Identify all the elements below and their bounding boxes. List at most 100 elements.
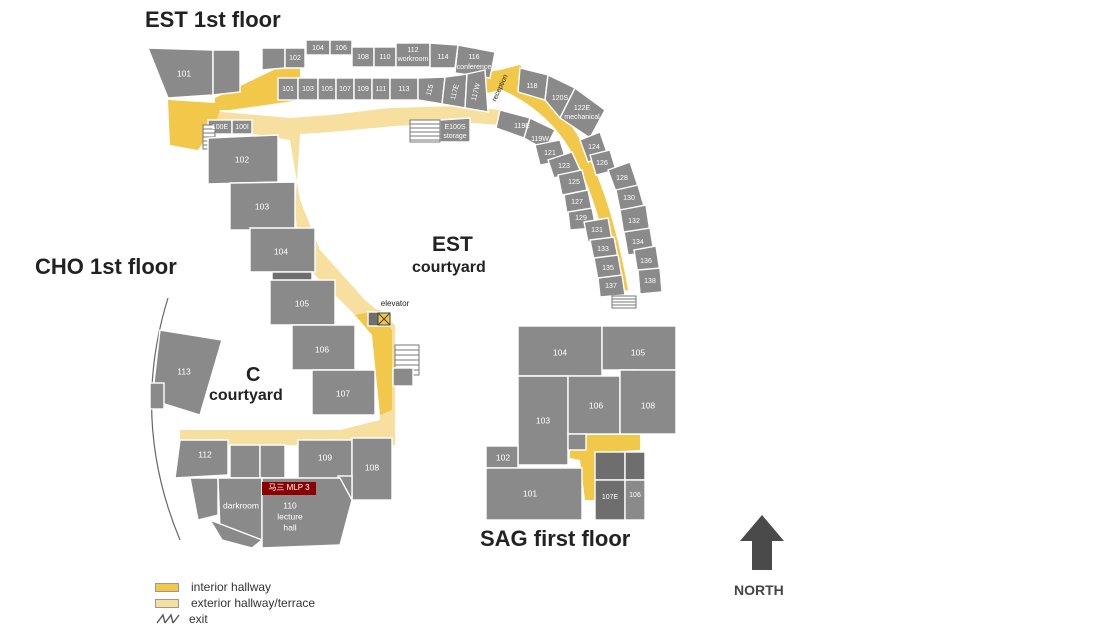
room-cho-113s xyxy=(149,382,165,410)
label-sag-104: 104 xyxy=(553,347,567,357)
label-cho-109: 109 xyxy=(318,452,332,462)
restroom-cho xyxy=(229,444,261,479)
label-sag-106e: 106 xyxy=(629,492,641,499)
label-cho-110: 110 xyxy=(283,500,297,510)
room-sag-105 xyxy=(601,325,677,371)
label-est-120s: 120S xyxy=(552,95,569,102)
room-est-102 xyxy=(284,47,306,69)
label-est-112: 112 xyxy=(407,47,418,54)
room-cho-110 xyxy=(261,477,353,549)
label-est-137: 137 xyxy=(605,283,617,290)
room-sag-101 xyxy=(485,467,583,521)
room-est-137 xyxy=(597,274,626,298)
label-est-121: 121 xyxy=(544,150,556,157)
room-est-138 xyxy=(637,267,663,295)
label-est-113: 113 xyxy=(398,86,409,93)
c-courtyard-title: C xyxy=(246,364,261,386)
room-cho-109 xyxy=(297,439,353,483)
room-sag-108 xyxy=(619,369,677,435)
label-est-126: 126 xyxy=(596,160,608,167)
label-est-118: 118 xyxy=(526,83,537,90)
north-label: NORTH xyxy=(734,582,784,598)
label-cho-104: 104 xyxy=(274,246,288,256)
label-est-123: 123 xyxy=(558,163,570,170)
legend-exit: exit xyxy=(189,612,208,626)
label-est-127: 127 xyxy=(571,199,583,206)
room-est-112 xyxy=(395,42,431,68)
label-est-105: 105 xyxy=(321,86,333,93)
room-est-100i xyxy=(231,119,253,135)
label-storage: storage xyxy=(443,133,466,140)
exterior-swatch xyxy=(155,598,179,608)
label-est-117e: 117E xyxy=(450,83,461,100)
room-cho-113 xyxy=(151,329,223,416)
exterior-hallway xyxy=(180,106,500,445)
label-est-122e: 122E xyxy=(574,105,591,112)
label-est-138: 138 xyxy=(644,278,656,285)
room-cho-104 xyxy=(249,227,316,273)
label-est-104t: 104 xyxy=(312,45,324,52)
restroom-est xyxy=(212,49,241,96)
label-sag-105: 105 xyxy=(631,347,645,357)
north-arrow-icon xyxy=(740,515,784,570)
label-est-136: 136 xyxy=(640,258,652,265)
label-lecture: lecture xyxy=(277,511,303,521)
label-est-133: 133 xyxy=(597,246,609,253)
interior-swatch xyxy=(155,582,179,592)
room-sag-107e xyxy=(594,479,626,521)
legend-exit-label: exit xyxy=(189,612,208,626)
room-sag-106i xyxy=(624,451,646,481)
legend-exterior: exterior hallway/terrace xyxy=(155,596,315,610)
est-floor-title: EST 1st floor xyxy=(145,7,281,32)
label-est-109: 109 xyxy=(357,86,369,93)
label-sag-101: 101 xyxy=(523,488,537,498)
label-cho-113: 113 xyxy=(177,366,191,376)
marker-label: 马三 MLP 3 xyxy=(268,483,310,492)
label-est-115: 115 xyxy=(426,84,436,97)
label-cho-106: 106 xyxy=(315,344,329,354)
label-est-119w: 119W xyxy=(531,136,549,143)
label-sag-108: 108 xyxy=(641,400,655,410)
label-est-128: 128 xyxy=(616,175,628,182)
label-est-130: 130 xyxy=(623,195,635,202)
legend-exterior-label: exterior hallway/terrace xyxy=(191,596,316,610)
room-sag-106 xyxy=(567,375,621,435)
label-est-135: 135 xyxy=(602,265,614,272)
exit-icon xyxy=(156,613,180,624)
room-cho-112s xyxy=(189,477,219,521)
label-est-100i: 100I xyxy=(235,124,249,131)
room-sag-104 xyxy=(517,325,603,377)
restroom-est-2 xyxy=(261,47,286,71)
sag-rooms xyxy=(485,325,677,521)
cho-floor-title: CHO 1st floor xyxy=(35,254,177,279)
room-cho-112 xyxy=(174,439,229,479)
label-conference: conference xyxy=(457,64,492,71)
label-elevator: elevator xyxy=(381,299,410,308)
label-est-125: 125 xyxy=(568,179,580,186)
label-est-103: 103 xyxy=(302,86,314,93)
legend-interior-label: interior hallway xyxy=(191,580,272,594)
label-est-132: 132 xyxy=(628,218,640,225)
est-courtyard-sub: courtyard xyxy=(412,259,486,276)
label-est-111: 111 xyxy=(376,86,387,93)
room-sag-103 xyxy=(517,375,569,466)
label-cho-108: 108 xyxy=(365,462,379,472)
label-workroom: workroom xyxy=(397,56,429,63)
label-sag-106: 106 xyxy=(589,400,603,410)
room-cho-106s xyxy=(392,367,414,387)
label-est-131: 131 xyxy=(591,227,603,234)
label-cho-102: 102 xyxy=(235,154,249,164)
label-sag-102: 102 xyxy=(496,452,510,462)
room-cho-107 xyxy=(311,369,376,416)
label-e100s: E100S xyxy=(444,124,465,131)
room-est-117w xyxy=(464,69,489,113)
label-est-101: 101 xyxy=(177,68,191,78)
c-courtyard-sub: courtyard xyxy=(209,387,283,404)
label-est-110: 110 xyxy=(379,54,390,61)
label-est-117w: 117W xyxy=(471,82,482,101)
room-labels: 101 104 106 102 108 110 112 workroom 114… xyxy=(177,45,656,532)
room-sag-106s xyxy=(594,451,626,481)
label-sag-103: 103 xyxy=(536,415,550,425)
label-est-106t: 106 xyxy=(335,45,347,52)
